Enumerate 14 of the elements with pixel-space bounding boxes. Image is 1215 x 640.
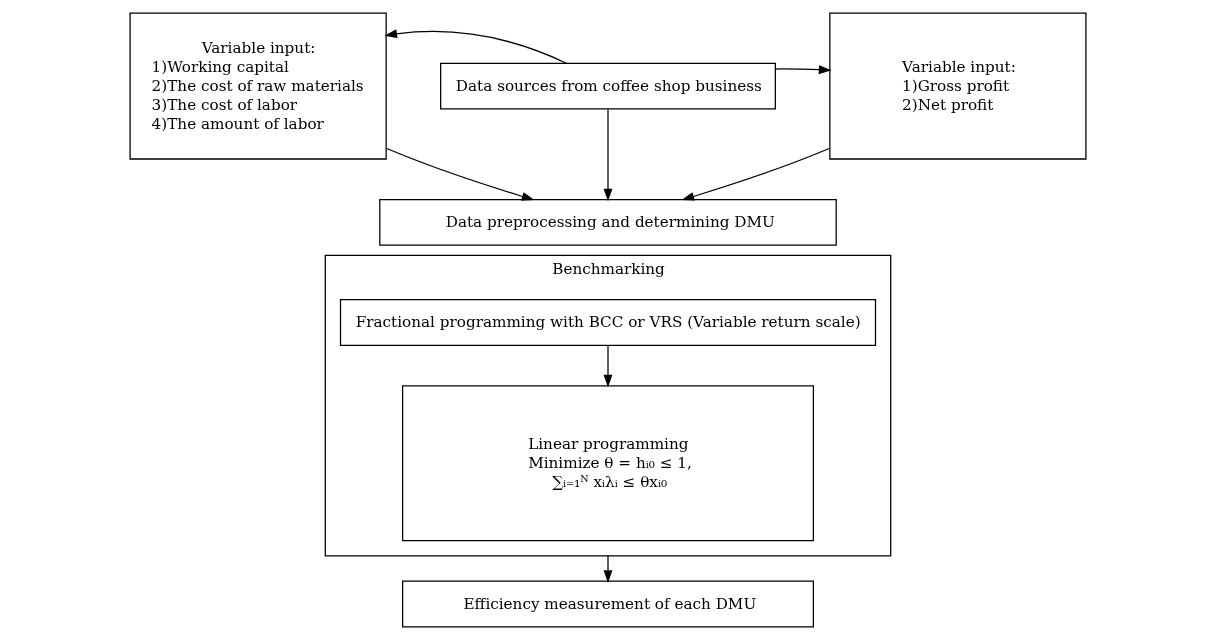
arrow xyxy=(603,555,612,583)
arrow xyxy=(603,344,612,388)
node-box: Data preprocessing and determining DMU xyxy=(378,198,837,246)
node-box: Variable input: 1)Gross profit 2)Net profit xyxy=(828,12,1087,160)
node-box: Fractional programming with BCC or VRS (Variable return scale) xyxy=(339,299,876,346)
arrow xyxy=(385,147,534,201)
node-box: Efficiency measurement of each DMU xyxy=(401,580,814,628)
arrow xyxy=(774,65,831,75)
arrow xyxy=(681,147,830,201)
arrow xyxy=(383,29,567,64)
arrow xyxy=(603,108,612,202)
node-box: Linear programming Minimize θ = hᵢ₀ ≤ 1, ∑ᵢ₌₁ᴺ xᵢλᵢ ≤ θxᵢ₀ xyxy=(401,385,814,542)
node-box: Variable input: 1)Working capital 2)The cost of raw materials 3)The cost of labor 4)The amount of labor xyxy=(128,12,387,160)
node-box: Data sources from coffee shop business xyxy=(439,62,776,110)
